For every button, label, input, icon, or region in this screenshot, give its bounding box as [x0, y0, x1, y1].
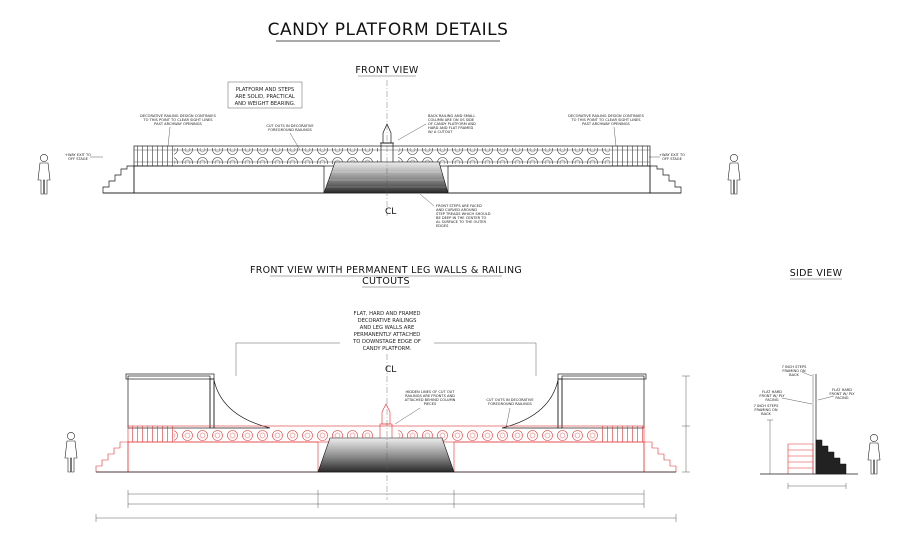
note-side-flat-right-3: FACING	[835, 396, 848, 400]
front-view-drawing	[102, 80, 682, 216]
platform-note-line-3: AND WEIGHT BEARING.	[235, 101, 296, 107]
note-hidden-lines: HIDDEN LINES OF CUT OUT RAILINGS ARE FRO…	[394, 390, 456, 425]
note-flat-hard: FLAT, HARD AND FRAMED DECORATIVE RAILING…	[235, 311, 537, 376]
sheet-title: CANDY PLATFORM DETAILS	[268, 20, 509, 40]
note-railing-left-2: TO THIS POINT TO CLEAR SIGHT LINES	[142, 118, 213, 122]
leg-walls-drawing: CL	[95, 354, 690, 522]
note-side-rise-3: BACK	[761, 412, 771, 416]
note-front-steps: FRONT STEPS ARE FACED AND CURVED AROUND …	[419, 193, 491, 228]
note-exit-left: +WAY EXIT TO OFF STAGE	[65, 153, 103, 161]
note-exit-left-1: +WAY EXIT TO	[65, 153, 91, 157]
platform-note-line-1: PLATFORM AND STEPS	[236, 87, 294, 93]
note-column-2: COLUMN ARE ON US SIDE	[428, 118, 475, 122]
note-side-flat-right-1: FLAT HARD	[832, 388, 852, 392]
note-railing-right-3: PAST ARCHWAY OPENINGS	[582, 122, 630, 126]
note-hidden-lines-2: RAILINGS ARE FRONTS AND	[405, 394, 455, 398]
note-exit-right-2: OFF STAGE	[662, 157, 682, 161]
note-front-steps-6: EDGES	[436, 224, 449, 228]
note-flat-hard-5: TO DOWNSTAGE EDGE OF	[352, 339, 421, 345]
note-column-5: W/ A CUTOUT	[428, 130, 453, 134]
human-figure-icon	[64, 432, 78, 473]
human-figure-icon	[867, 434, 881, 475]
note-flat-hard-3: AND LEG WALLS ARE	[360, 325, 414, 331]
leg-walls-view-label-2: CUTOUTS	[362, 276, 410, 287]
note-cut-outs-2: FOREGROUND RAILINGS	[268, 128, 312, 132]
note-cut-outs-1: CUT OUTS IN DECORATIVE	[266, 124, 314, 128]
note-column-1: BACK RAILING AND SMALL	[428, 114, 475, 118]
note-exit-right: +WAY EXIT TO OFF STAGE	[649, 153, 685, 161]
note-exit-left-2: OFF STAGE	[68, 157, 88, 161]
note-front-steps-4: BE DEEP IN THE CENTER TO	[436, 216, 486, 220]
note-side-flat-left-2: FRONT W/ PLY	[759, 394, 785, 398]
note-railing-left: DECORATIVE RAILING DESIGN CONTINUES TO T…	[140, 114, 217, 147]
note-hidden-lines-3: ATTACHED BEHIND COLUMN	[405, 398, 456, 402]
note-front-steps-5: AL SURFACE TO THE OUTER	[436, 220, 486, 224]
centerline-label: CL	[385, 207, 396, 217]
note-flat-hard-2: DECORATIVE RAILINGS	[358, 318, 417, 324]
note-column: BACK RAILING AND SMALL COLUMN ARE ON US …	[397, 114, 476, 141]
platform-note-line-2: ARE SOLID, PRACTICAL	[235, 94, 295, 100]
note-railing-left-3: PAST ARCHWAY OPENINGS	[154, 122, 202, 126]
note-side-steps-1: 7 INCH STEPS	[782, 365, 807, 369]
note-railing-right: DECORATIVE RAILING DESIGN CONTINUES TO T…	[568, 114, 645, 147]
human-figure-icon	[727, 154, 741, 195]
note-side-rise: 7 INCH STEPS FRAMING ON BACK	[754, 404, 779, 416]
note-cut-outs-2-2: FOREGROUND RAILINGS	[488, 402, 532, 406]
note-side-flat-left-1: FLAT HARD	[762, 390, 782, 394]
note-front-steps-2: AND CURVED AROUND	[436, 208, 477, 212]
human-figure-icon	[37, 154, 51, 195]
side-view-drawing	[760, 374, 858, 489]
front-view-label: FRONT VIEW	[355, 65, 418, 76]
note-flat-hard-1: FLAT, HARD AND FRAMED	[353, 311, 420, 317]
note-column-3: OF CANDY PLATFORM AND	[428, 122, 476, 126]
note-side-steps-3: BACK	[789, 373, 799, 377]
note-side-steps: 7 INCH STEPS FRAMING ON BACK	[782, 365, 813, 377]
platform-note-box: PLATFORM AND STEPS ARE SOLID, PRACTICAL …	[227, 81, 303, 109]
note-front-steps-1: FRONT STEPS ARE FACED	[436, 204, 482, 208]
note-cut-outs-2-1: CUT OUTS IN DECORATIVE	[486, 398, 534, 402]
note-column-4: HARD AND FLAT FRAMED	[428, 126, 474, 130]
note-railing-right-1: DECORATIVE RAILING DESIGN CONTINUES	[568, 114, 644, 118]
note-cut-outs: CUT OUTS IN DECORATIVE FOREGROUND RAILIN…	[266, 124, 314, 151]
note-flat-hard-4: PERMANENTLY ATTACHED	[354, 332, 421, 338]
note-side-flat-right-2: FRONT W/ PLY	[829, 392, 855, 396]
note-side-rise-1: 7 INCH STEPS	[754, 404, 779, 408]
leg-walls-view-label-1: FRONT VIEW WITH PERMANENT LEG WALLS & RA…	[250, 265, 522, 276]
note-side-flat-left: FLAT HARD FRONT W/ PLY FACING	[759, 390, 813, 405]
note-exit-right-1: +WAY EXIT TO	[659, 153, 685, 157]
note-side-flat-right: FLAT HARD FRONT W/ PLY FACING	[817, 388, 855, 401]
note-side-rise-2: FRAMING ON	[754, 408, 777, 412]
note-hidden-lines-1: HIDDEN LINES OF CUT OUT	[405, 390, 455, 394]
note-cut-outs-2: CUT OUTS IN DECORATIVE FOREGROUND RAILIN…	[486, 398, 534, 429]
note-front-steps-3: STEP TREADS WHICH SHOULD	[436, 212, 491, 216]
side-view-label: SIDE VIEW	[790, 268, 843, 279]
note-side-flat-left-3: FACING	[765, 398, 778, 402]
note-hidden-lines-4: PIECES	[424, 402, 437, 406]
note-flat-hard-6: CANDY PLATFORM.	[363, 346, 412, 352]
centerline-icon: CL	[385, 207, 396, 217]
note-side-steps-2: FRAMING ON	[782, 369, 805, 373]
note-railing-left-1: DECORATIVE RAILING DESIGN CONTINUES	[140, 114, 216, 118]
note-railing-right-2: TO THIS POINT TO CLEAR SIGHT LINES	[570, 118, 641, 122]
centerline-label-2: CL	[385, 365, 396, 375]
